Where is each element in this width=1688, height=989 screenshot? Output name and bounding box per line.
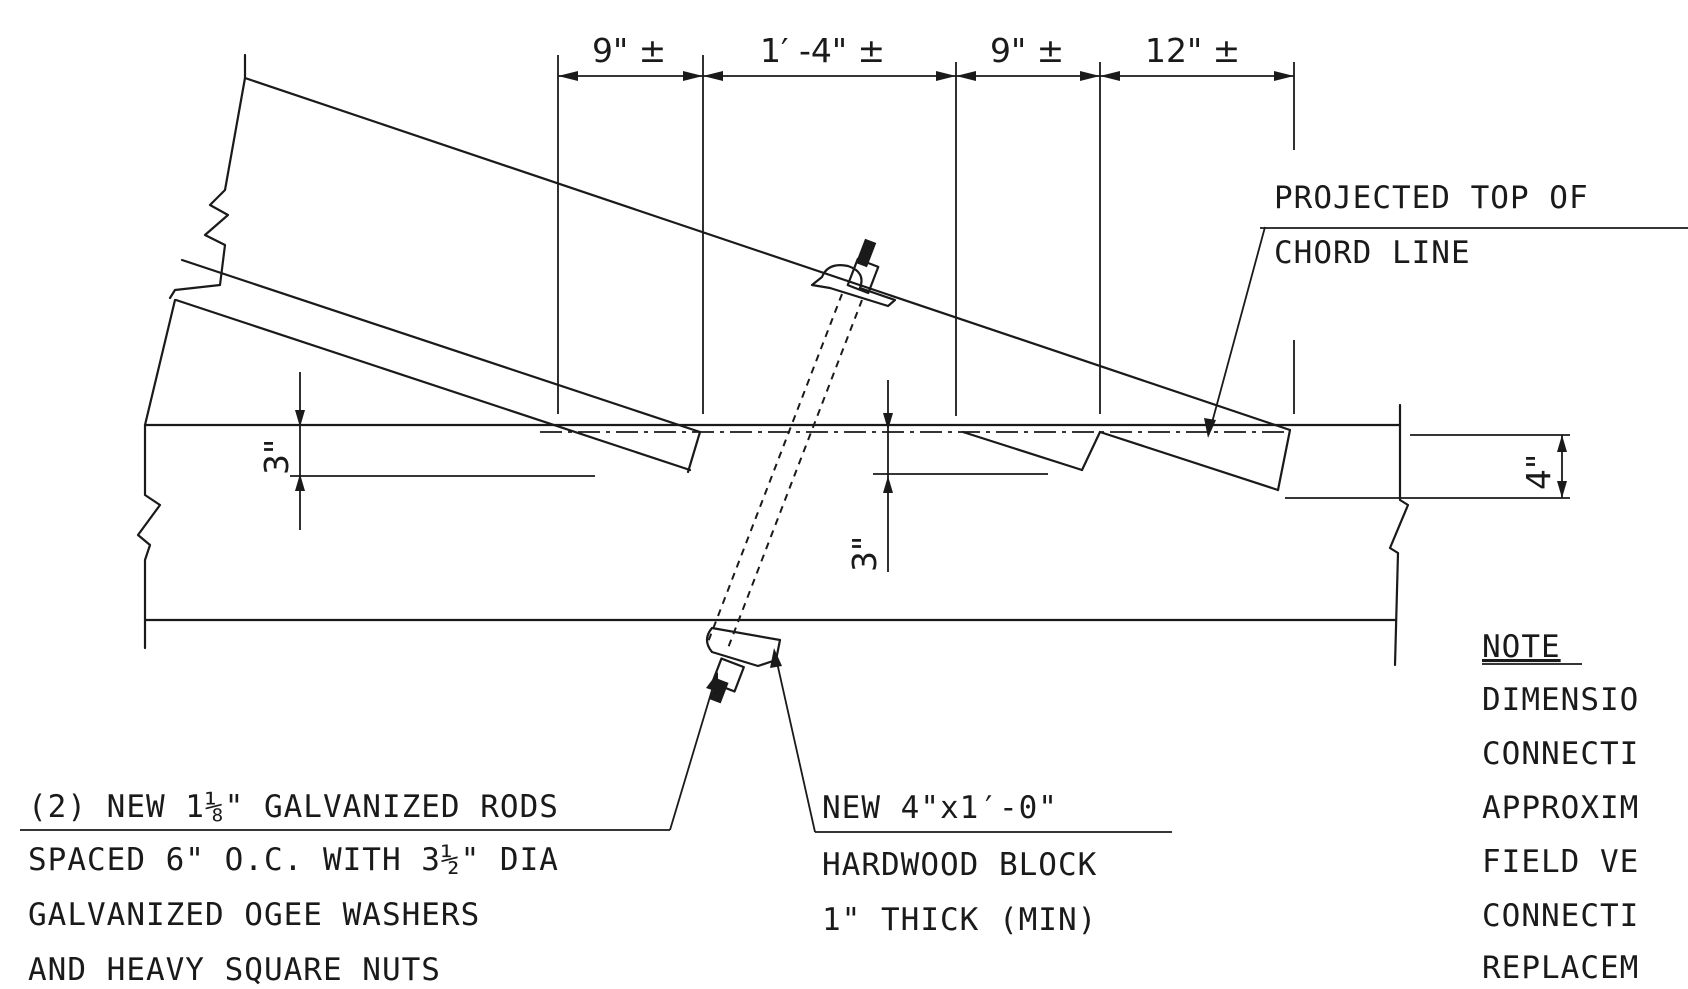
dim-9-left: 9" ± [592,31,666,70]
label-block-line3: 1" THICK (MIN) [822,902,1097,938]
label-rods-line1: (2) NEW 1⅛" GALVANIZED RODS [28,789,559,825]
dim-1-4: 1′ -4" ± [760,31,885,70]
diagonal-member [168,53,1292,492]
chord-member [136,298,1410,667]
label-projected-line2: CHORD LINE [1274,235,1471,271]
leader-rods [669,679,716,831]
leader-chord-line [1209,226,1266,431]
mid-notch-dimension [883,380,893,572]
note-title: NOTE [1482,629,1561,665]
note-line4: FIELD VE [1482,844,1639,880]
dim-9-mid: 9" ± [990,31,1064,70]
left-notch-dimension [295,372,305,530]
dim-3-mid: 3" [845,536,884,572]
note-line2: CONNECTI [1482,736,1639,772]
right-depth-dimension [1285,434,1570,499]
leader-block [775,657,816,833]
top-dimension-chain [557,55,1295,416]
dim-12: 12" ± [1145,31,1240,70]
dim-3-left: 3" [257,439,296,475]
note-line6: REPLACEM [1482,950,1639,986]
note-line3: APPROXIM [1482,790,1639,826]
label-block-line2: HARDWOOD BLOCK [822,847,1097,883]
label-rods-line2: SPACED 6" O.C. WITH 3½" DIA [28,842,559,878]
note-line1: DIMENSIO [1482,682,1639,718]
label-rods-line3: GALVANIZED OGEE WASHERS [28,897,480,933]
galvanized-rod-assembly [705,238,897,704]
note-line5: CONNECTI [1482,898,1639,934]
label-projected-line1: PROJECTED TOP OF [1274,180,1589,216]
dim-4-right: 4" [1519,454,1558,490]
label-rods-line4: AND HEAVY SQUARE NUTS [28,952,441,988]
label-block-line1: NEW 4"x1′-0" [822,790,1058,826]
